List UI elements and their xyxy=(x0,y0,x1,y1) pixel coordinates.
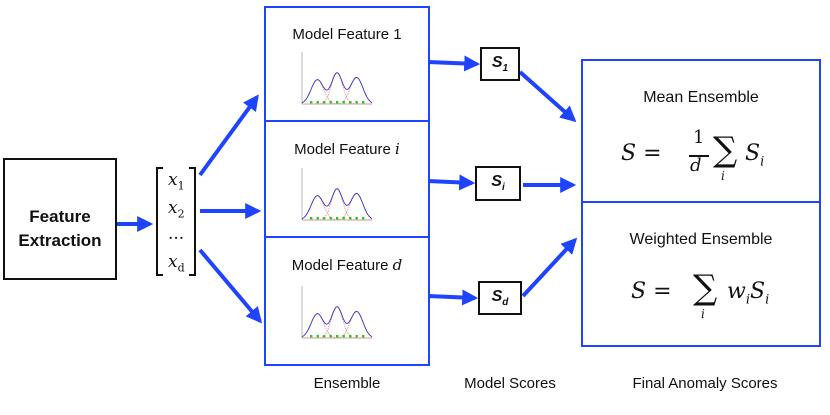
arrow-model-d-to-sd xyxy=(427,289,479,306)
sample-marker xyxy=(310,101,313,104)
gaussian-mixture-plot-d xyxy=(301,286,373,339)
sample-marker xyxy=(329,217,332,220)
sample-marker xyxy=(355,335,358,338)
model-title-1: Model Feature 1 xyxy=(292,26,402,43)
gaussian-component-2 xyxy=(302,72,372,105)
gaussian-mixture-plot-i xyxy=(301,168,373,221)
mean-ensemble-title: Mean Ensemble xyxy=(643,89,759,106)
sample-marker xyxy=(342,217,345,220)
sample-marker xyxy=(316,335,319,338)
mean-ensemble-formula: S = 1 d ∑ i Si xyxy=(621,127,765,183)
gaussian-mixture-curve xyxy=(301,306,373,338)
model-title-i: Model Feature i xyxy=(294,140,400,158)
sample-marker xyxy=(323,217,326,220)
arrow-model-i-to-si xyxy=(427,174,476,191)
weighted-ensemble-title: Weighted Ensemble xyxy=(629,231,773,248)
arrow-sd-to-final xyxy=(521,237,578,298)
model-panel-d: Model Feature d xyxy=(266,238,428,364)
plot-axes xyxy=(301,286,372,339)
sample-marker xyxy=(336,101,339,104)
feature-extraction-label: Feature Extraction xyxy=(18,207,102,250)
gaussian-mixture-plot-1 xyxy=(301,52,373,105)
sample-marker xyxy=(349,335,352,338)
arrow-s1-to-final xyxy=(518,70,577,123)
sample-marker xyxy=(336,335,339,338)
arrow-vector-to-model-d xyxy=(198,248,263,324)
score-box-d: Sd xyxy=(478,281,522,315)
final-divider xyxy=(583,201,819,203)
vector-brackets xyxy=(156,167,196,276)
sample-marker xyxy=(355,101,358,104)
vector-item-d: xd xyxy=(168,252,185,275)
sum-symbol: ∑ xyxy=(713,130,738,170)
sample-marker xyxy=(355,217,358,220)
ensemble-column xyxy=(264,6,430,366)
weighted-ensemble-panel: Weighted Ensemble S = ∑ i wiSi xyxy=(583,203,819,345)
plot-axes xyxy=(301,168,372,221)
label-final-anomaly-scores: Final Anomaly Scores xyxy=(632,375,778,392)
model-panel-1: Model Feature 1 xyxy=(266,8,428,120)
sample-marker xyxy=(310,217,313,220)
score-box-1: S1 xyxy=(480,47,520,81)
sample-marker xyxy=(342,335,345,338)
gaussian-component-3 xyxy=(302,193,373,221)
sample-marker xyxy=(349,101,352,104)
sample-marker xyxy=(362,335,365,338)
sample-marker xyxy=(310,335,313,338)
gaussian-mixture-curve xyxy=(301,72,373,104)
label-model-scores: Model Scores xyxy=(464,375,556,392)
vector-item-2: x2 xyxy=(168,198,185,221)
plot-axes xyxy=(301,52,372,105)
gaussian-component-2 xyxy=(302,306,372,339)
sample-marker xyxy=(362,217,365,220)
sample-marker xyxy=(342,101,345,104)
sample-marker xyxy=(362,101,365,104)
sample-marker xyxy=(329,335,332,338)
divider-2 xyxy=(266,236,428,238)
weighted-ensemble-formula: S = ∑ i wiSi xyxy=(631,268,770,321)
gaussian-component-3 xyxy=(302,77,373,105)
model-title-d: Model Feature d xyxy=(291,256,403,274)
sample-marker xyxy=(336,217,339,220)
gaussian-component-2 xyxy=(302,188,372,221)
arrow-vector-to-model-1 xyxy=(198,94,259,177)
mean-ensemble-panel: Mean Ensemble S = 1 d ∑ i Si xyxy=(583,61,819,201)
feature-extraction-box: Feature Extraction xyxy=(3,158,117,280)
vector-item-1: x1 xyxy=(168,170,185,193)
divider-1 xyxy=(266,120,428,122)
sample-marker xyxy=(323,101,326,104)
vector-ellipsis: ... xyxy=(168,224,185,244)
sample-marker xyxy=(316,101,319,104)
model-panel-i: Model Feature i xyxy=(266,122,428,236)
sample-marker xyxy=(316,217,319,220)
sum-symbol: ∑ xyxy=(693,268,718,308)
sample-marker xyxy=(329,101,332,104)
gaussian-mixture-curve xyxy=(301,188,373,220)
label-ensemble: Ensemble xyxy=(313,375,381,392)
score-box-i: Si xyxy=(475,166,521,201)
gaussian-component-3 xyxy=(302,311,373,339)
final-scores-box xyxy=(581,59,821,347)
sample-marker xyxy=(349,217,352,220)
arrow-model-1-to-s1 xyxy=(427,55,481,72)
sample-marker xyxy=(323,335,326,338)
